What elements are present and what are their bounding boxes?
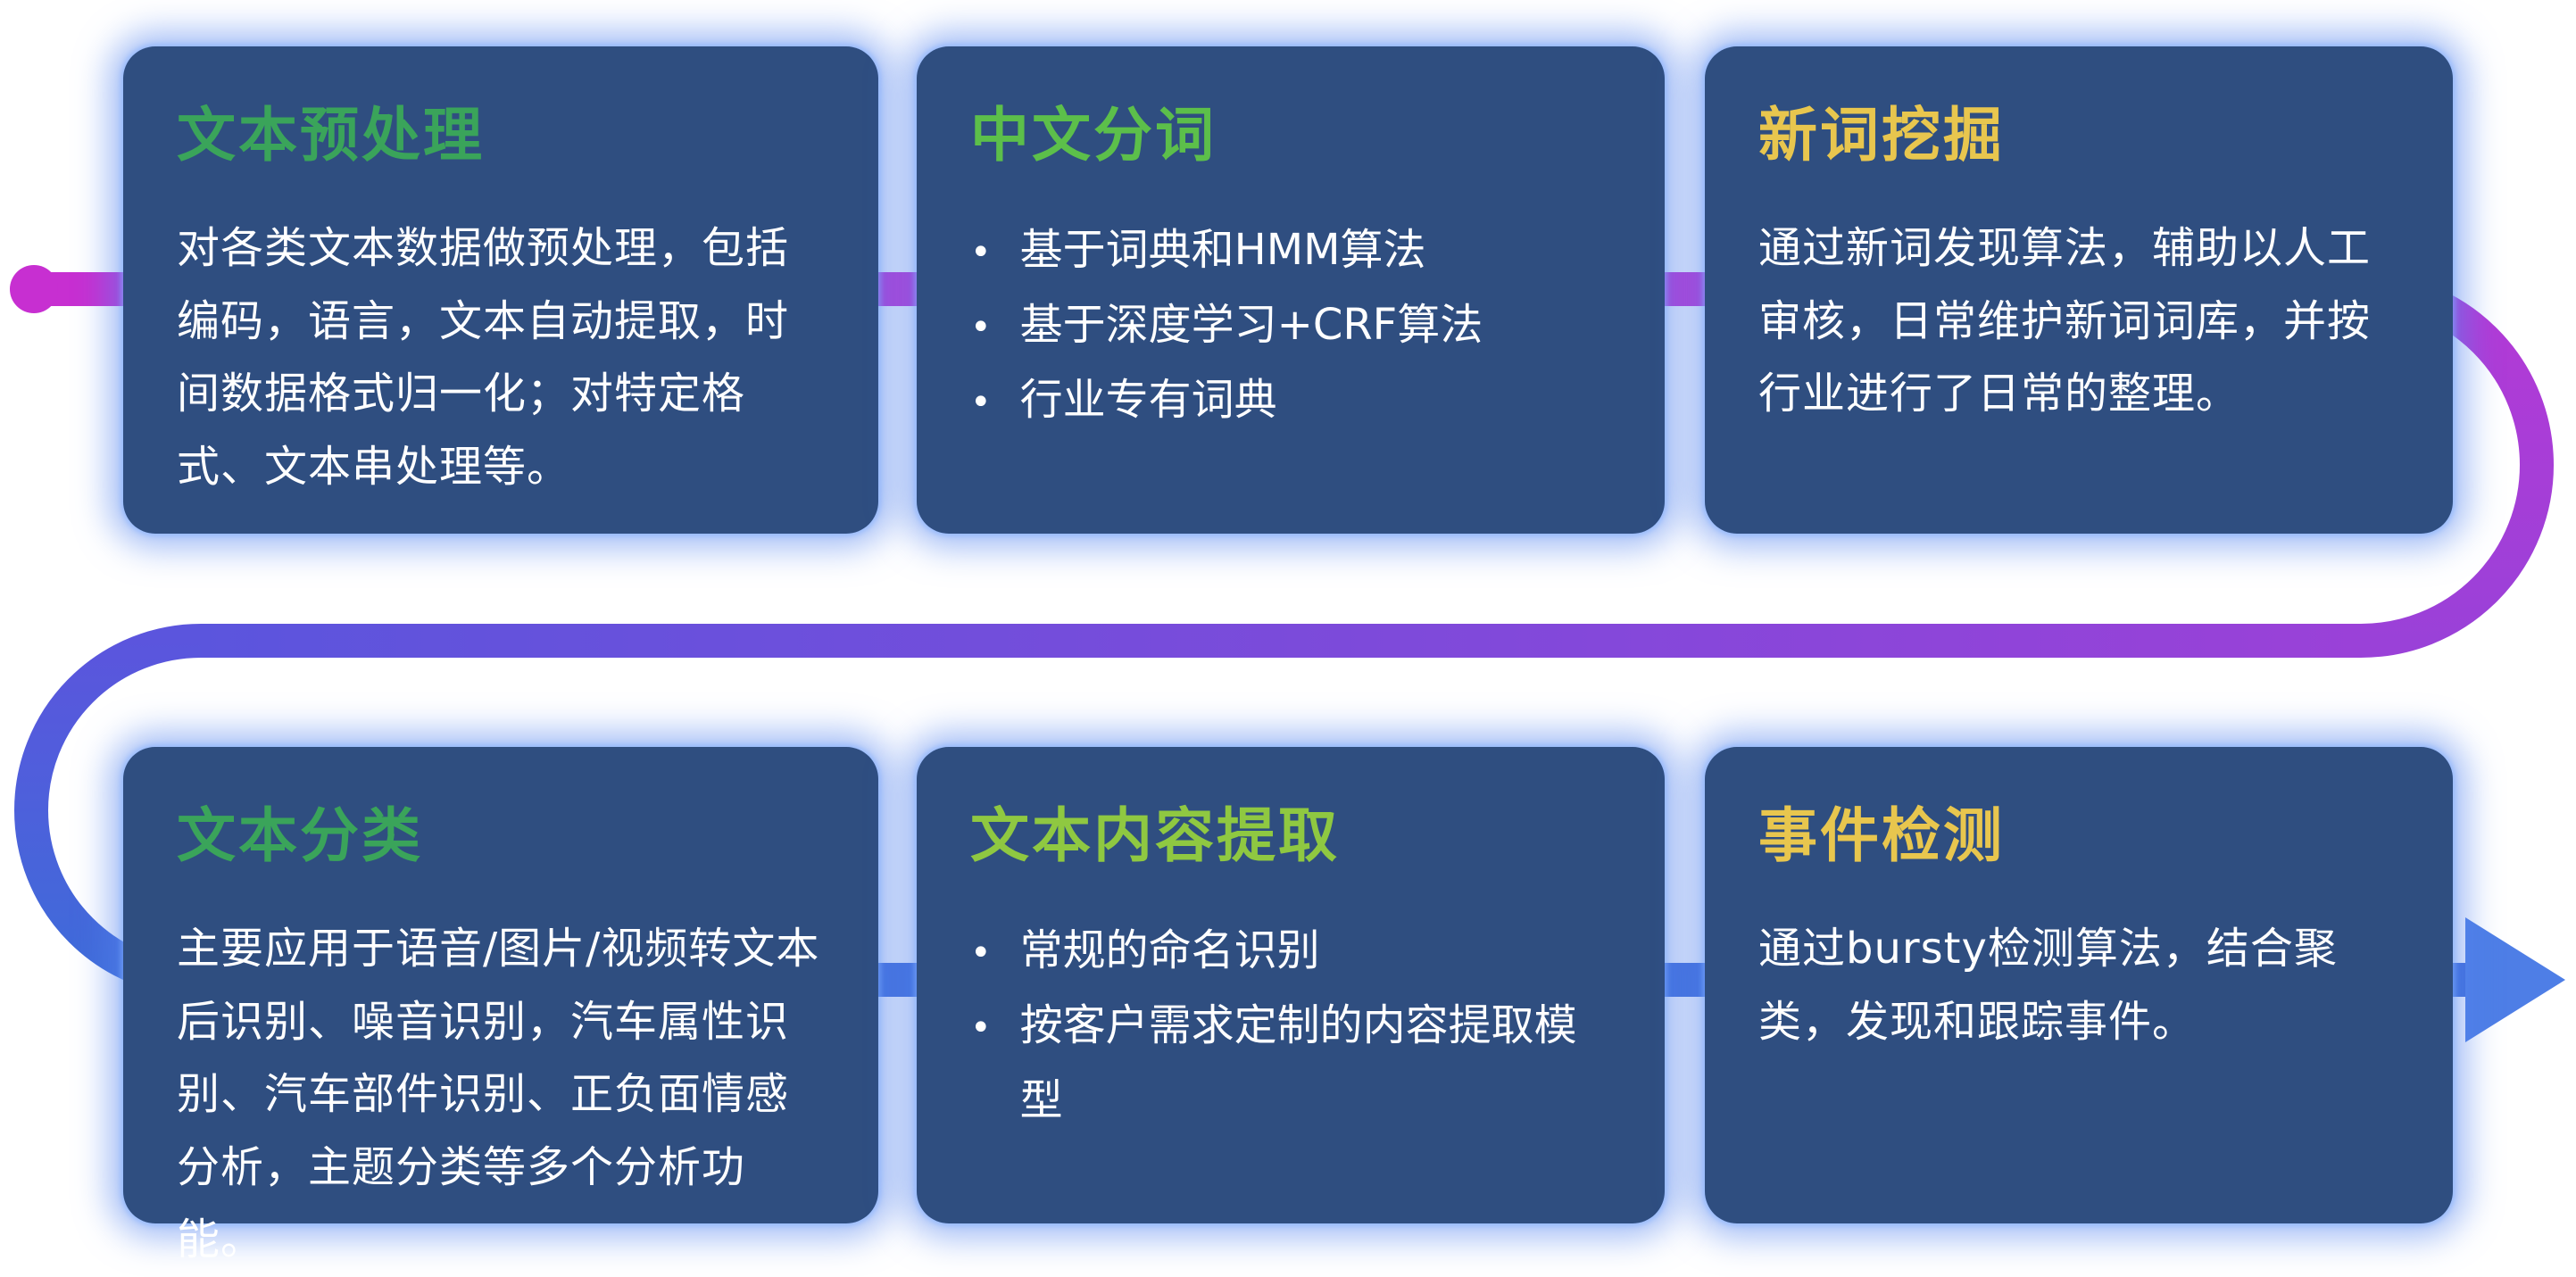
bullet-text: 基于词典和HMM算法: [1019, 225, 1426, 275]
card-chinese-word-segmentation: 中文分词 • 基于词典和HMM算法 • 基于深度学习+CRF算法 • 行业专有词…: [917, 46, 1665, 534]
card-event-detection: 事件检测 通过bursty检测算法，结合聚类，发现和跟踪事件。: [1705, 747, 2453, 1223]
card-title: 中文分词: [970, 101, 1217, 170]
bullet-item: • 基于词典和HMM算法: [970, 212, 1611, 287]
card-body-text: 通过新词发现算法，辅助以人工审核，日常维护新词词库，并按行业进行了日常的整理。: [1758, 223, 2372, 419]
card-title: 文本内容提取: [970, 801, 1340, 870]
card-title: 文本预处理: [177, 101, 485, 170]
flow-end-arrow-icon: [2465, 917, 2565, 1042]
bullet-item: • 行业专有词典: [970, 362, 1611, 437]
card-title: 文本分类: [177, 801, 423, 870]
card-text-classification: 文本分类 主要应用于语音/图片/视频转文本后识别、噪音识别，汽车属性识别、汽车部…: [123, 747, 878, 1265]
bullet-dot-icon: •: [970, 307, 992, 348]
bullet-text: 按客户需求定制的内容提取模型: [1019, 1000, 1577, 1125]
card-body-text: 对各类文本数据做预处理，包括编码，语言，文本自动提取，时间数据格式归一化；对特定…: [177, 223, 790, 492]
card-title: 新词挖掘: [1758, 101, 2005, 170]
bullet-text: 基于深度学习+CRF算法: [1019, 300, 1483, 350]
bullet-list: • 常规的命名识别 • 按客户需求定制的内容提取模型: [970, 913, 1611, 1138]
card-body-text: 主要应用于语音/图片/视频转文本后识别、噪音识别，汽车属性识别、汽车部件识别、正…: [177, 924, 820, 1265]
bullet-item: • 基于深度学习+CRF算法: [970, 287, 1611, 362]
bullet-item: • 按客户需求定制的内容提取模型: [970, 988, 1611, 1138]
card-title: 事件检测: [1758, 801, 2005, 870]
bullet-dot-icon: •: [970, 933, 992, 974]
bullet-text: 常规的命名识别: [1019, 925, 1320, 975]
bullet-dot-icon: •: [970, 382, 992, 423]
card-text-preprocessing: 文本预处理 对各类文本数据做预处理，包括编码，语言，文本自动提取，时间数据格式归…: [123, 46, 878, 534]
card-new-word-mining: 新词挖掘 通过新词发现算法，辅助以人工审核，日常维护新词词库，并按行业进行了日常…: [1705, 46, 2453, 534]
flow-start-dot: [10, 265, 58, 313]
bullet-text: 行业专有词典: [1019, 375, 1277, 425]
bullet-list: • 基于词典和HMM算法 • 基于深度学习+CRF算法 • 行业专有词典: [970, 212, 1611, 437]
card-text-content-extraction: 文本内容提取 • 常规的命名识别 • 按客户需求定制的内容提取模型: [917, 747, 1665, 1223]
card-body-text: 通过bursty检测算法，结合聚类，发现和跟踪事件。: [1758, 924, 2338, 1047]
bullet-item: • 常规的命名识别: [970, 913, 1611, 988]
bullet-dot-icon: •: [970, 1008, 992, 1049]
bullet-dot-icon: •: [970, 232, 992, 273]
